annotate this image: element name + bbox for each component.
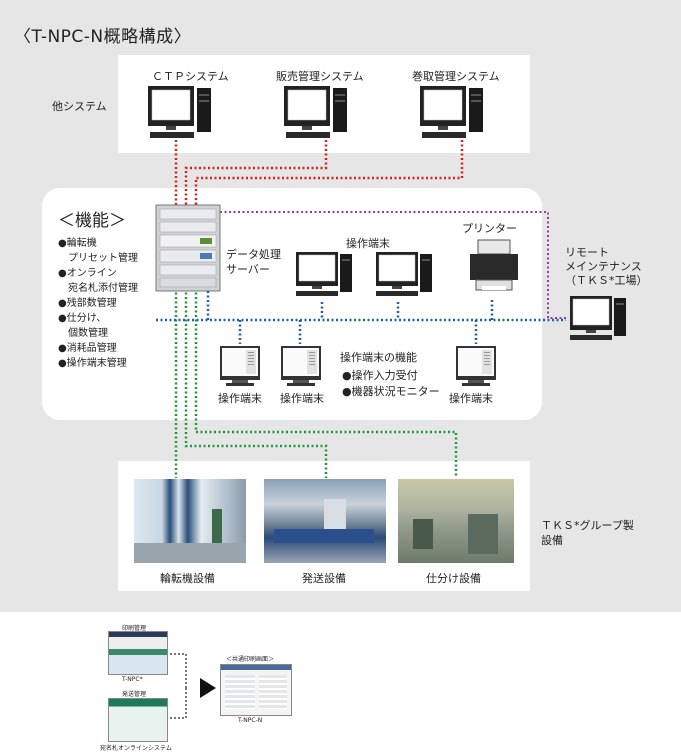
functions-title: ＜機能＞ bbox=[58, 211, 126, 231]
workflow-links bbox=[166, 653, 187, 719]
terminal-function-item: ●操作入力受付 bbox=[342, 369, 418, 382]
shipping-facility-photo bbox=[264, 479, 386, 563]
function-item: ●消耗品管理 bbox=[58, 343, 117, 354]
print-mgmt-screen-thumbnail bbox=[108, 631, 168, 675]
functions-list: ●輪転機 プリセット管理 ●オンライン 宛名札添付管理 ●残部数管理 ●仕分け、… bbox=[58, 236, 138, 371]
facility-label-sorting: 仕分け設備 bbox=[426, 572, 481, 585]
printer-icon bbox=[470, 239, 518, 291]
press-facility-photo bbox=[134, 479, 246, 563]
t-npc-n-label: T-NPC-N bbox=[238, 717, 263, 724]
terminal-label-1: 操作端末 bbox=[218, 392, 262, 405]
remote-label-1: リモート bbox=[565, 246, 609, 259]
server-label-2: サーバー bbox=[226, 263, 270, 276]
function-item: ●輪転機 bbox=[58, 238, 97, 249]
facilities-group-label-2: 設備 bbox=[541, 534, 563, 547]
remote-maintenance-link bbox=[220, 211, 568, 319]
remote-computer-icon bbox=[569, 295, 627, 341]
shipping-mgmt-label: 発送管理 bbox=[122, 691, 147, 698]
arrow-icon bbox=[200, 678, 216, 698]
print-mgmt-label: 印刷管理 bbox=[122, 625, 147, 632]
roll-computer-icon bbox=[419, 85, 484, 139]
facility-links bbox=[174, 288, 458, 478]
common-screen-label: ＜共通印刷画面＞ bbox=[226, 656, 275, 663]
facilities-group-label-1: ＴＫＳ*グループ製 bbox=[541, 519, 634, 532]
other-systems-label: 他システム bbox=[52, 100, 107, 113]
panel-terminal-icon bbox=[220, 346, 260, 386]
function-item: ●残部数管理 bbox=[58, 298, 117, 309]
operation-terminal-icon bbox=[295, 251, 353, 297]
sales-computer-icon bbox=[283, 85, 348, 139]
ctp-system-label: ＣＴＰシステム bbox=[152, 70, 229, 83]
function-item: ●操作端末管理 bbox=[58, 358, 127, 369]
terminal-label-2: 操作端末 bbox=[280, 392, 324, 405]
terminals-top-label: 操作端末 bbox=[346, 237, 390, 250]
server-rack-icon bbox=[155, 204, 221, 292]
roll-system-label: 巻取管理システム bbox=[412, 70, 500, 83]
other-systems-links bbox=[174, 140, 464, 205]
terminal-function-item: ●機器状況モニター bbox=[342, 385, 440, 398]
remote-label-2: メインテナンス bbox=[565, 260, 642, 273]
function-item: ●オンライン bbox=[58, 268, 117, 279]
ctp-computer-icon bbox=[147, 85, 212, 139]
facility-label-shipping: 発送設備 bbox=[302, 572, 346, 585]
operation-terminal-icon bbox=[375, 251, 433, 297]
terminal-label-3: 操作端末 bbox=[449, 392, 493, 405]
common-screen-thumbnail bbox=[220, 664, 292, 716]
function-item: 宛名札添付管理 bbox=[68, 283, 138, 294]
sorting-facility-photo bbox=[398, 479, 514, 563]
printer-label: プリンター bbox=[462, 222, 517, 235]
function-item: ●仕分け、 bbox=[58, 313, 107, 324]
panel-terminal-icon bbox=[456, 346, 496, 386]
terminal-functions-title: 操作端末の機能 bbox=[340, 351, 417, 364]
remote-label-3: （ＴＫＳ*工場） bbox=[565, 274, 648, 287]
page-title: 〈T-NPC-N概略構成〉 bbox=[14, 27, 192, 47]
function-item: 個数管理 bbox=[68, 328, 108, 339]
shipping-mgmt-screen-thumbnail bbox=[108, 698, 168, 742]
facility-label-press: 輪転機設備 bbox=[160, 572, 215, 585]
internal-network bbox=[156, 291, 566, 344]
sales-system-label: 販売管理システム bbox=[276, 70, 364, 83]
function-item: プリセット管理 bbox=[68, 253, 138, 264]
server-label-1: データ処理 bbox=[226, 248, 281, 261]
t-npc-small-label: T-NPC* bbox=[122, 676, 143, 683]
system-main-box bbox=[42, 188, 542, 420]
address-system-label: 宛名札オンラインシステム bbox=[100, 745, 172, 752]
panel-terminal-icon bbox=[281, 346, 321, 386]
